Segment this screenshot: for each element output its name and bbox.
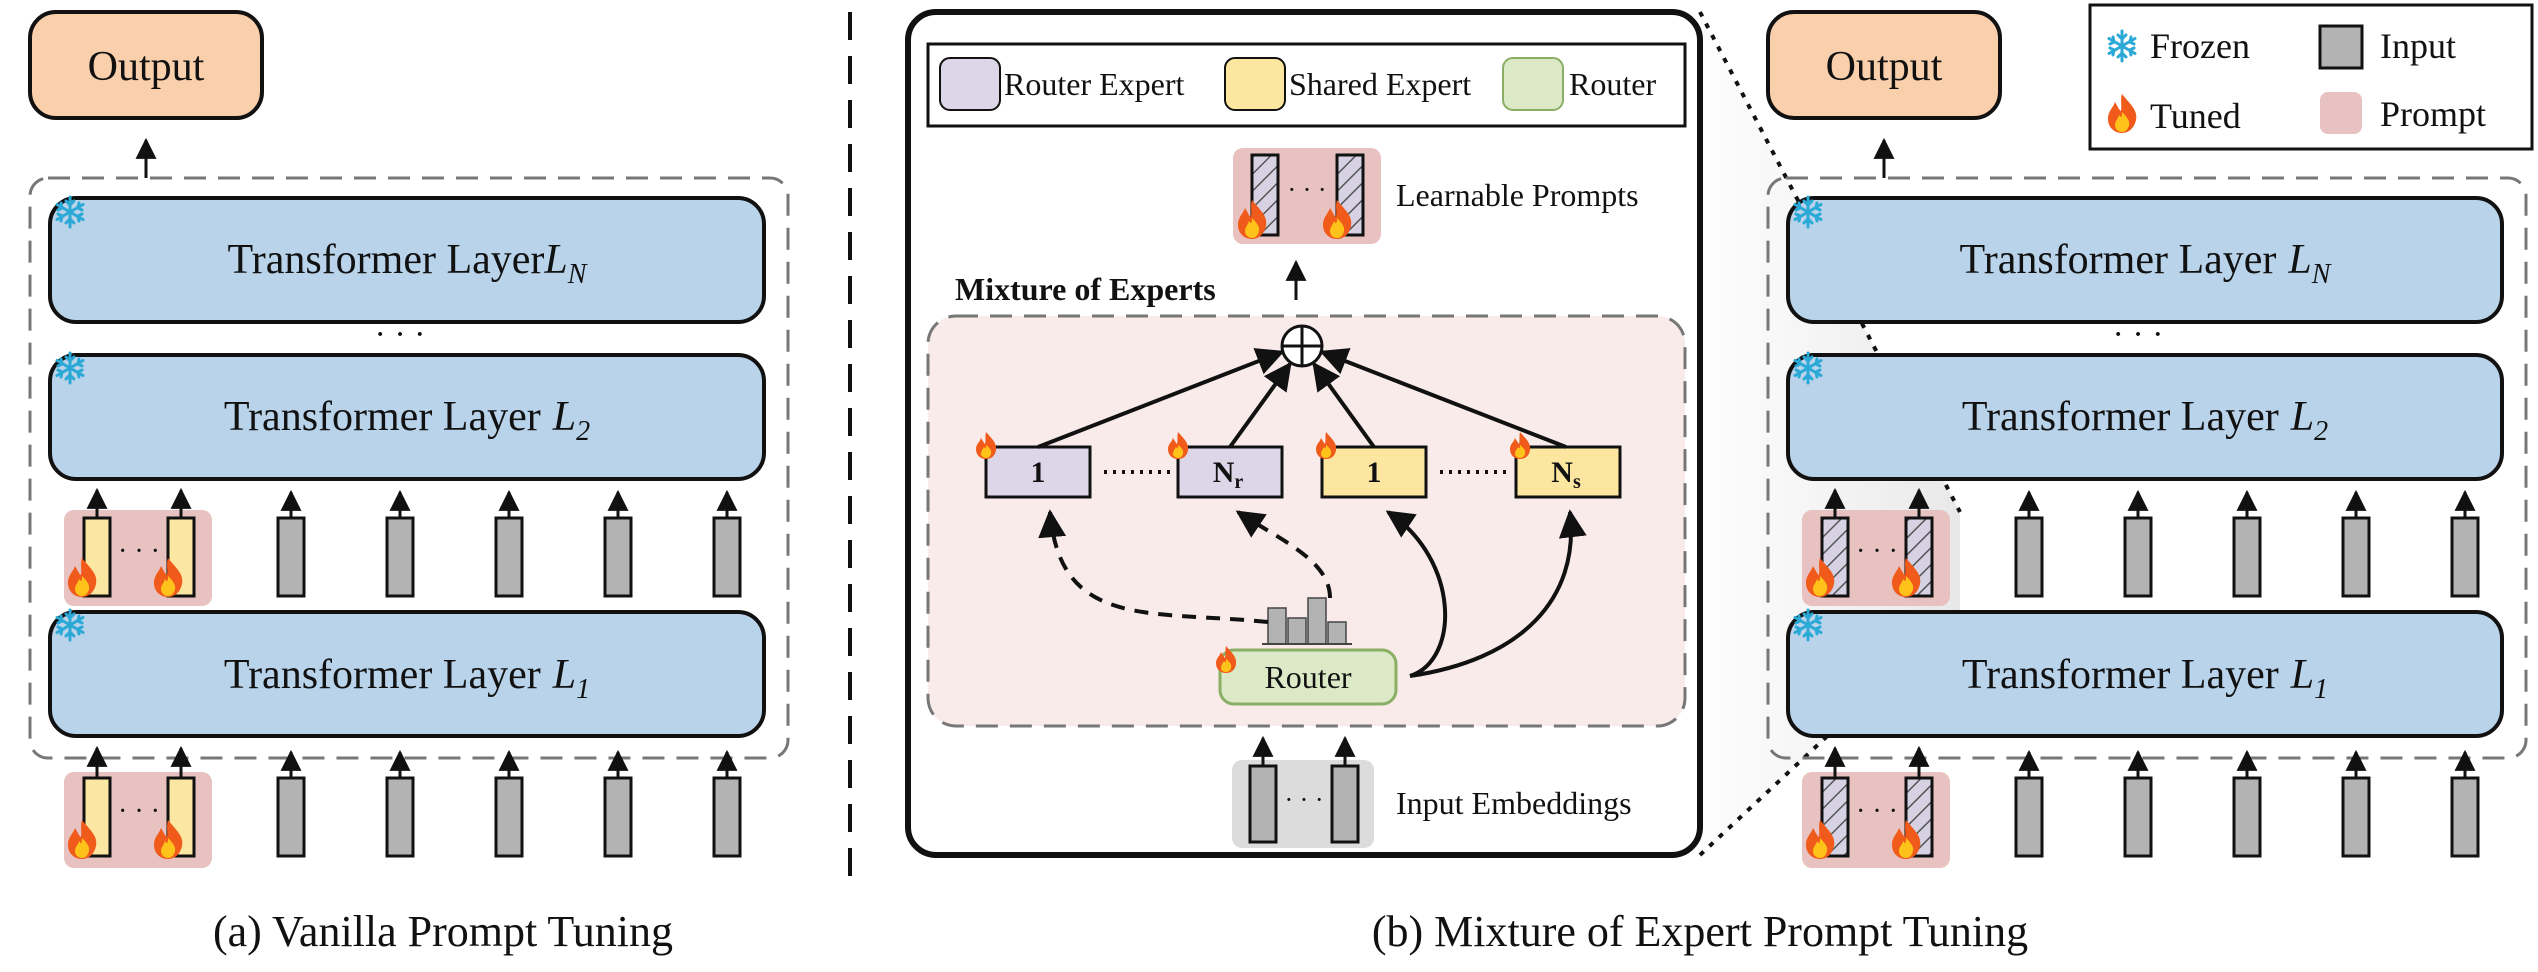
- input-token: [494, 776, 524, 858]
- input-token: [276, 776, 306, 858]
- output-label: Output: [88, 44, 205, 90]
- moe-title: Mixture of Experts: [955, 271, 1216, 307]
- router-box: [1218, 648, 1398, 706]
- caption-a: (a) Vanilla Prompt Tuning: [213, 907, 673, 956]
- svg-text:· · ·: · · ·: [1856, 796, 1898, 827]
- panel-a: Output Transformer LayerLN · · · Transfo…: [28, 10, 790, 956]
- input-tokens-bottom: [276, 749, 742, 858]
- legend-router-expert: Router Expert: [1004, 66, 1185, 102]
- input-token: [494, 516, 524, 598]
- router-histogram: [1262, 597, 1352, 645]
- input-token: [2450, 776, 2480, 858]
- router-label: Router: [1264, 659, 1351, 695]
- input-tokens-bottom-b: [2014, 749, 2480, 858]
- input-token: [2232, 776, 2262, 858]
- input-token: [712, 776, 742, 858]
- learnable-prompts-label: Learnable Prompts: [1396, 177, 1639, 213]
- router-route-nr: [1235, 510, 1332, 599]
- transformer-layer-1: [48, 610, 766, 738]
- input-token: [2341, 776, 2371, 858]
- router-shared-1: [1385, 510, 1448, 678]
- output-box: [28, 10, 264, 120]
- router-expert-nr-label: Nr: [1213, 456, 1244, 493]
- svg-text:· · ·: · · ·: [2113, 316, 2164, 353]
- status-legend: [2088, 3, 2534, 151]
- input-tokens-mid: [276, 489, 742, 598]
- legend-frozen: Frozen: [2150, 26, 2250, 66]
- layer-n-label: Transformer LayerLN: [228, 237, 588, 290]
- svg-text:· · ·: · · ·: [1285, 785, 1324, 814]
- input-tokens-mid-b: [2014, 489, 2480, 598]
- input-token: [603, 776, 633, 858]
- svg-text:· · ·: · · ·: [1856, 536, 1898, 567]
- legend-prompt: Prompt: [2380, 94, 2486, 134]
- output-box-b: [1766, 10, 2002, 120]
- input-embeddings-label: Input Embeddings: [1396, 785, 1632, 821]
- input-token: [276, 516, 306, 598]
- input-token: [2450, 516, 2480, 598]
- transformer-layer-2: [48, 353, 766, 481]
- output-label-b: Output: [1826, 44, 1943, 90]
- prompt-dots: · · ·: [118, 796, 160, 827]
- legend-shared-expert: Shared Expert: [1289, 66, 1471, 102]
- input-token: [712, 516, 742, 598]
- transformer-layer-1-b: [1786, 610, 2504, 738]
- input-token: [603, 516, 633, 598]
- input-token: [2232, 516, 2262, 598]
- legend-input: Input: [2380, 26, 2456, 66]
- input-token: [2014, 516, 2044, 598]
- router-shared-ns: [1409, 509, 1587, 678]
- router-route-1: [1038, 509, 1269, 624]
- transformer-layer-n: [48, 196, 766, 324]
- layer-vdots: · · ·: [375, 316, 426, 353]
- caption-b: (b) Mixture of Expert Prompt Tuning: [1372, 907, 2028, 956]
- input-token: [2341, 516, 2371, 598]
- svg-text:· · ·: · · ·: [1288, 175, 1327, 204]
- prompt-dots: · · ·: [118, 536, 160, 567]
- legend-router: Router: [1569, 66, 1656, 102]
- shared-expert-ns-label: Ns: [1551, 456, 1581, 493]
- router-expert-nr: [1176, 445, 1284, 499]
- legend-tuned: Tuned: [2150, 96, 2241, 136]
- input-token: [2014, 776, 2044, 858]
- transformer-layer-2-b: [1786, 353, 2504, 481]
- transformer-layer-n-b: [1786, 196, 2504, 324]
- router-expert-1-label: 1: [1031, 456, 1046, 489]
- input-token: [2123, 776, 2153, 858]
- input-token: [385, 516, 415, 598]
- shared-expert-1-label: 1: [1367, 456, 1382, 489]
- input-token: [385, 776, 415, 858]
- input-token: [2123, 516, 2153, 598]
- shared-expert-ns: [1514, 445, 1622, 499]
